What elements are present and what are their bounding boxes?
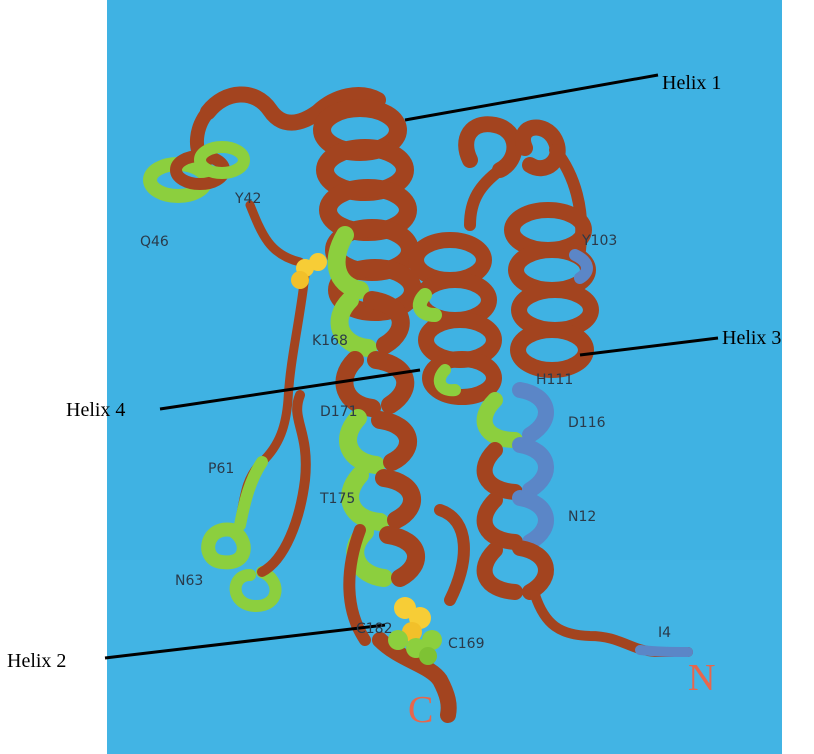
n-terminus-label: N: [688, 657, 715, 699]
residue-k168: K168: [312, 333, 348, 349]
c-terminus-label: C: [408, 689, 433, 731]
helix-1-label: Helix 1: [662, 72, 721, 94]
residue-i4: I4: [658, 625, 671, 641]
residue-n63: N63: [175, 573, 203, 589]
helix-3-label: Helix 3: [722, 327, 781, 349]
helix-2-label: Helix 2: [7, 650, 66, 672]
n-terminal-tip: [640, 650, 688, 652]
residue-q46: Q46: [140, 234, 169, 250]
residue-n12: N12: [568, 509, 596, 525]
residue-y103: Y103: [581, 233, 617, 249]
residue-d116: D116: [568, 415, 606, 431]
residue-c182: C182: [356, 621, 393, 637]
residue-y42: Y42: [234, 191, 261, 207]
residue-t175: T175: [319, 491, 355, 507]
helix-4-label: Helix 4: [66, 399, 125, 421]
residue-p61: P61: [208, 461, 234, 477]
residue-h111: H111: [536, 372, 573, 388]
residue-c169: C169: [448, 636, 485, 652]
residue-d171: D171: [320, 404, 358, 420]
